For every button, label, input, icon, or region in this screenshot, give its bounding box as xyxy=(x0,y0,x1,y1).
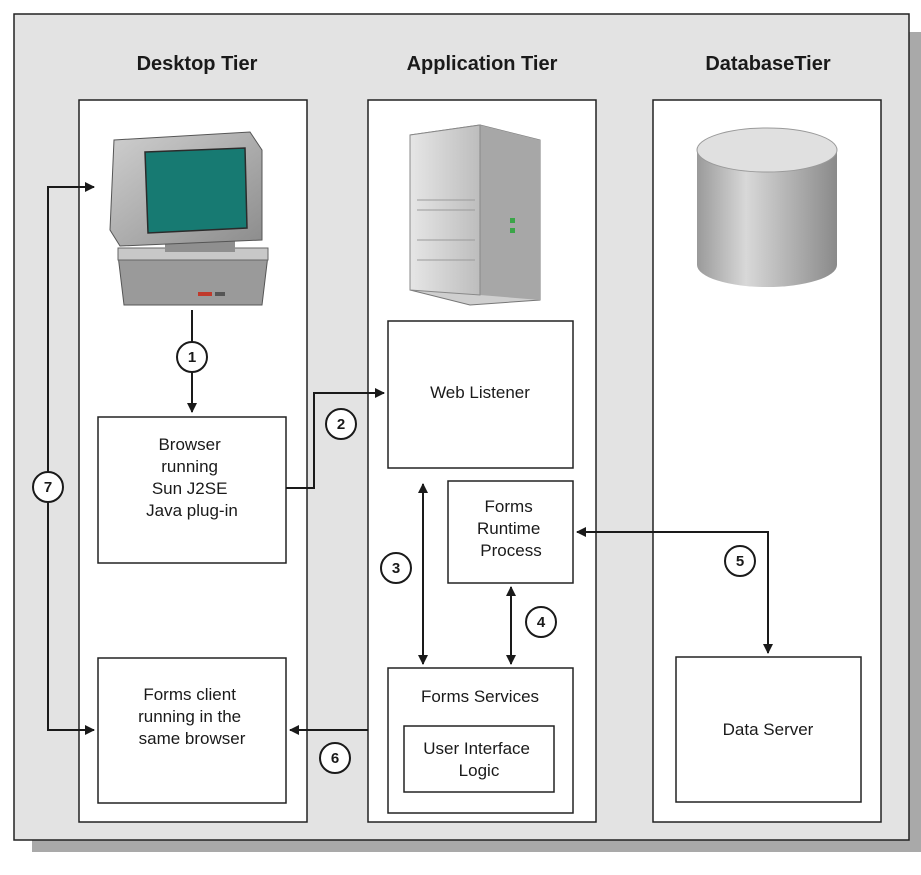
browser-box xyxy=(97,416,287,564)
web-listener-box xyxy=(387,320,574,469)
forms-runtime-label: Forms Runtime Process xyxy=(477,497,545,560)
desktop-computer-icon xyxy=(109,131,269,306)
desktop-tier-title: Desktop Tier xyxy=(137,53,258,75)
arrow-7 xyxy=(47,182,95,735)
application-tier-title: Application Tier xyxy=(407,53,558,75)
step-5-marker: 5 xyxy=(724,545,756,577)
ui-logic-label: User Interface Logic xyxy=(423,739,535,780)
step-7-marker: 7 xyxy=(32,471,64,503)
svg-text:6: 6 xyxy=(331,750,339,767)
browser-label: Browser running Sun J2SE Java plug-in xyxy=(146,435,238,520)
arrow-5 xyxy=(576,527,773,654)
web-listener-label: Web Listener xyxy=(430,383,530,402)
svg-text:5: 5 xyxy=(736,553,744,570)
arrow-2 xyxy=(286,388,385,489)
database-tier-title: DatabaseTier xyxy=(705,53,830,75)
step-1-marker: 1 xyxy=(176,341,208,373)
step-2-marker: 2 xyxy=(325,408,357,440)
svg-text:4: 4 xyxy=(537,614,546,631)
database-cylinder-icon xyxy=(696,127,838,287)
svg-text:1: 1 xyxy=(188,349,196,366)
forms-client-label: Forms client running in the same browser xyxy=(138,685,246,748)
data-server-label: Data Server xyxy=(723,720,814,739)
step-3-marker: 3 xyxy=(380,552,412,584)
forms-runtime-box xyxy=(447,480,574,584)
forms-client-box xyxy=(97,657,287,804)
forms-services-label: Forms Services xyxy=(421,687,539,706)
server-icon xyxy=(409,124,541,306)
svg-text:7: 7 xyxy=(44,479,52,496)
data-server-box xyxy=(675,656,862,803)
step-6-marker: 6 xyxy=(319,742,351,774)
svg-text:3: 3 xyxy=(392,560,400,577)
svg-text:2: 2 xyxy=(337,416,345,433)
ui-logic-box xyxy=(403,725,555,793)
step-4-marker: 4 xyxy=(525,606,557,638)
